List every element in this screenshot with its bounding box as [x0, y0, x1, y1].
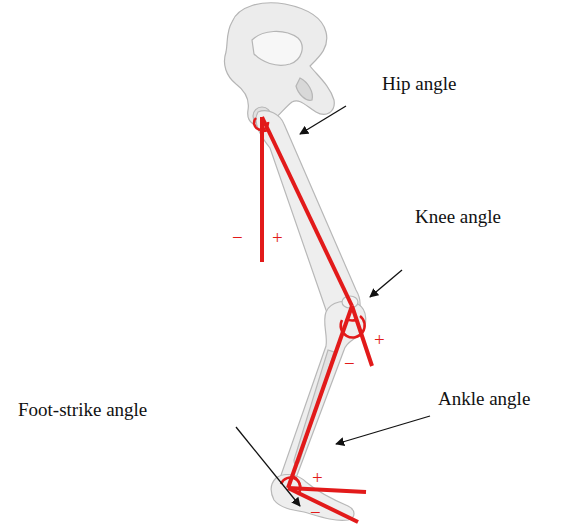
angle-lines — [262, 117, 372, 522]
callout-label: Ankle angle — [438, 389, 530, 410]
callout-label: Hip angle — [382, 74, 456, 95]
sign-label: − — [232, 228, 243, 247]
pelvis-bone — [224, 3, 334, 126]
callout-label: Foot-strike angle — [18, 400, 147, 421]
femur-bone — [256, 111, 360, 323]
sign-label: + — [272, 228, 283, 247]
sign-label: − — [344, 354, 355, 373]
angle-arcs — [254, 118, 365, 494]
callout-label: Knee angle — [415, 207, 501, 228]
sign-label: + — [374, 330, 385, 349]
leader-arrows — [236, 106, 430, 506]
sign-label: + — [312, 468, 323, 487]
sign-label: − — [310, 503, 321, 522]
